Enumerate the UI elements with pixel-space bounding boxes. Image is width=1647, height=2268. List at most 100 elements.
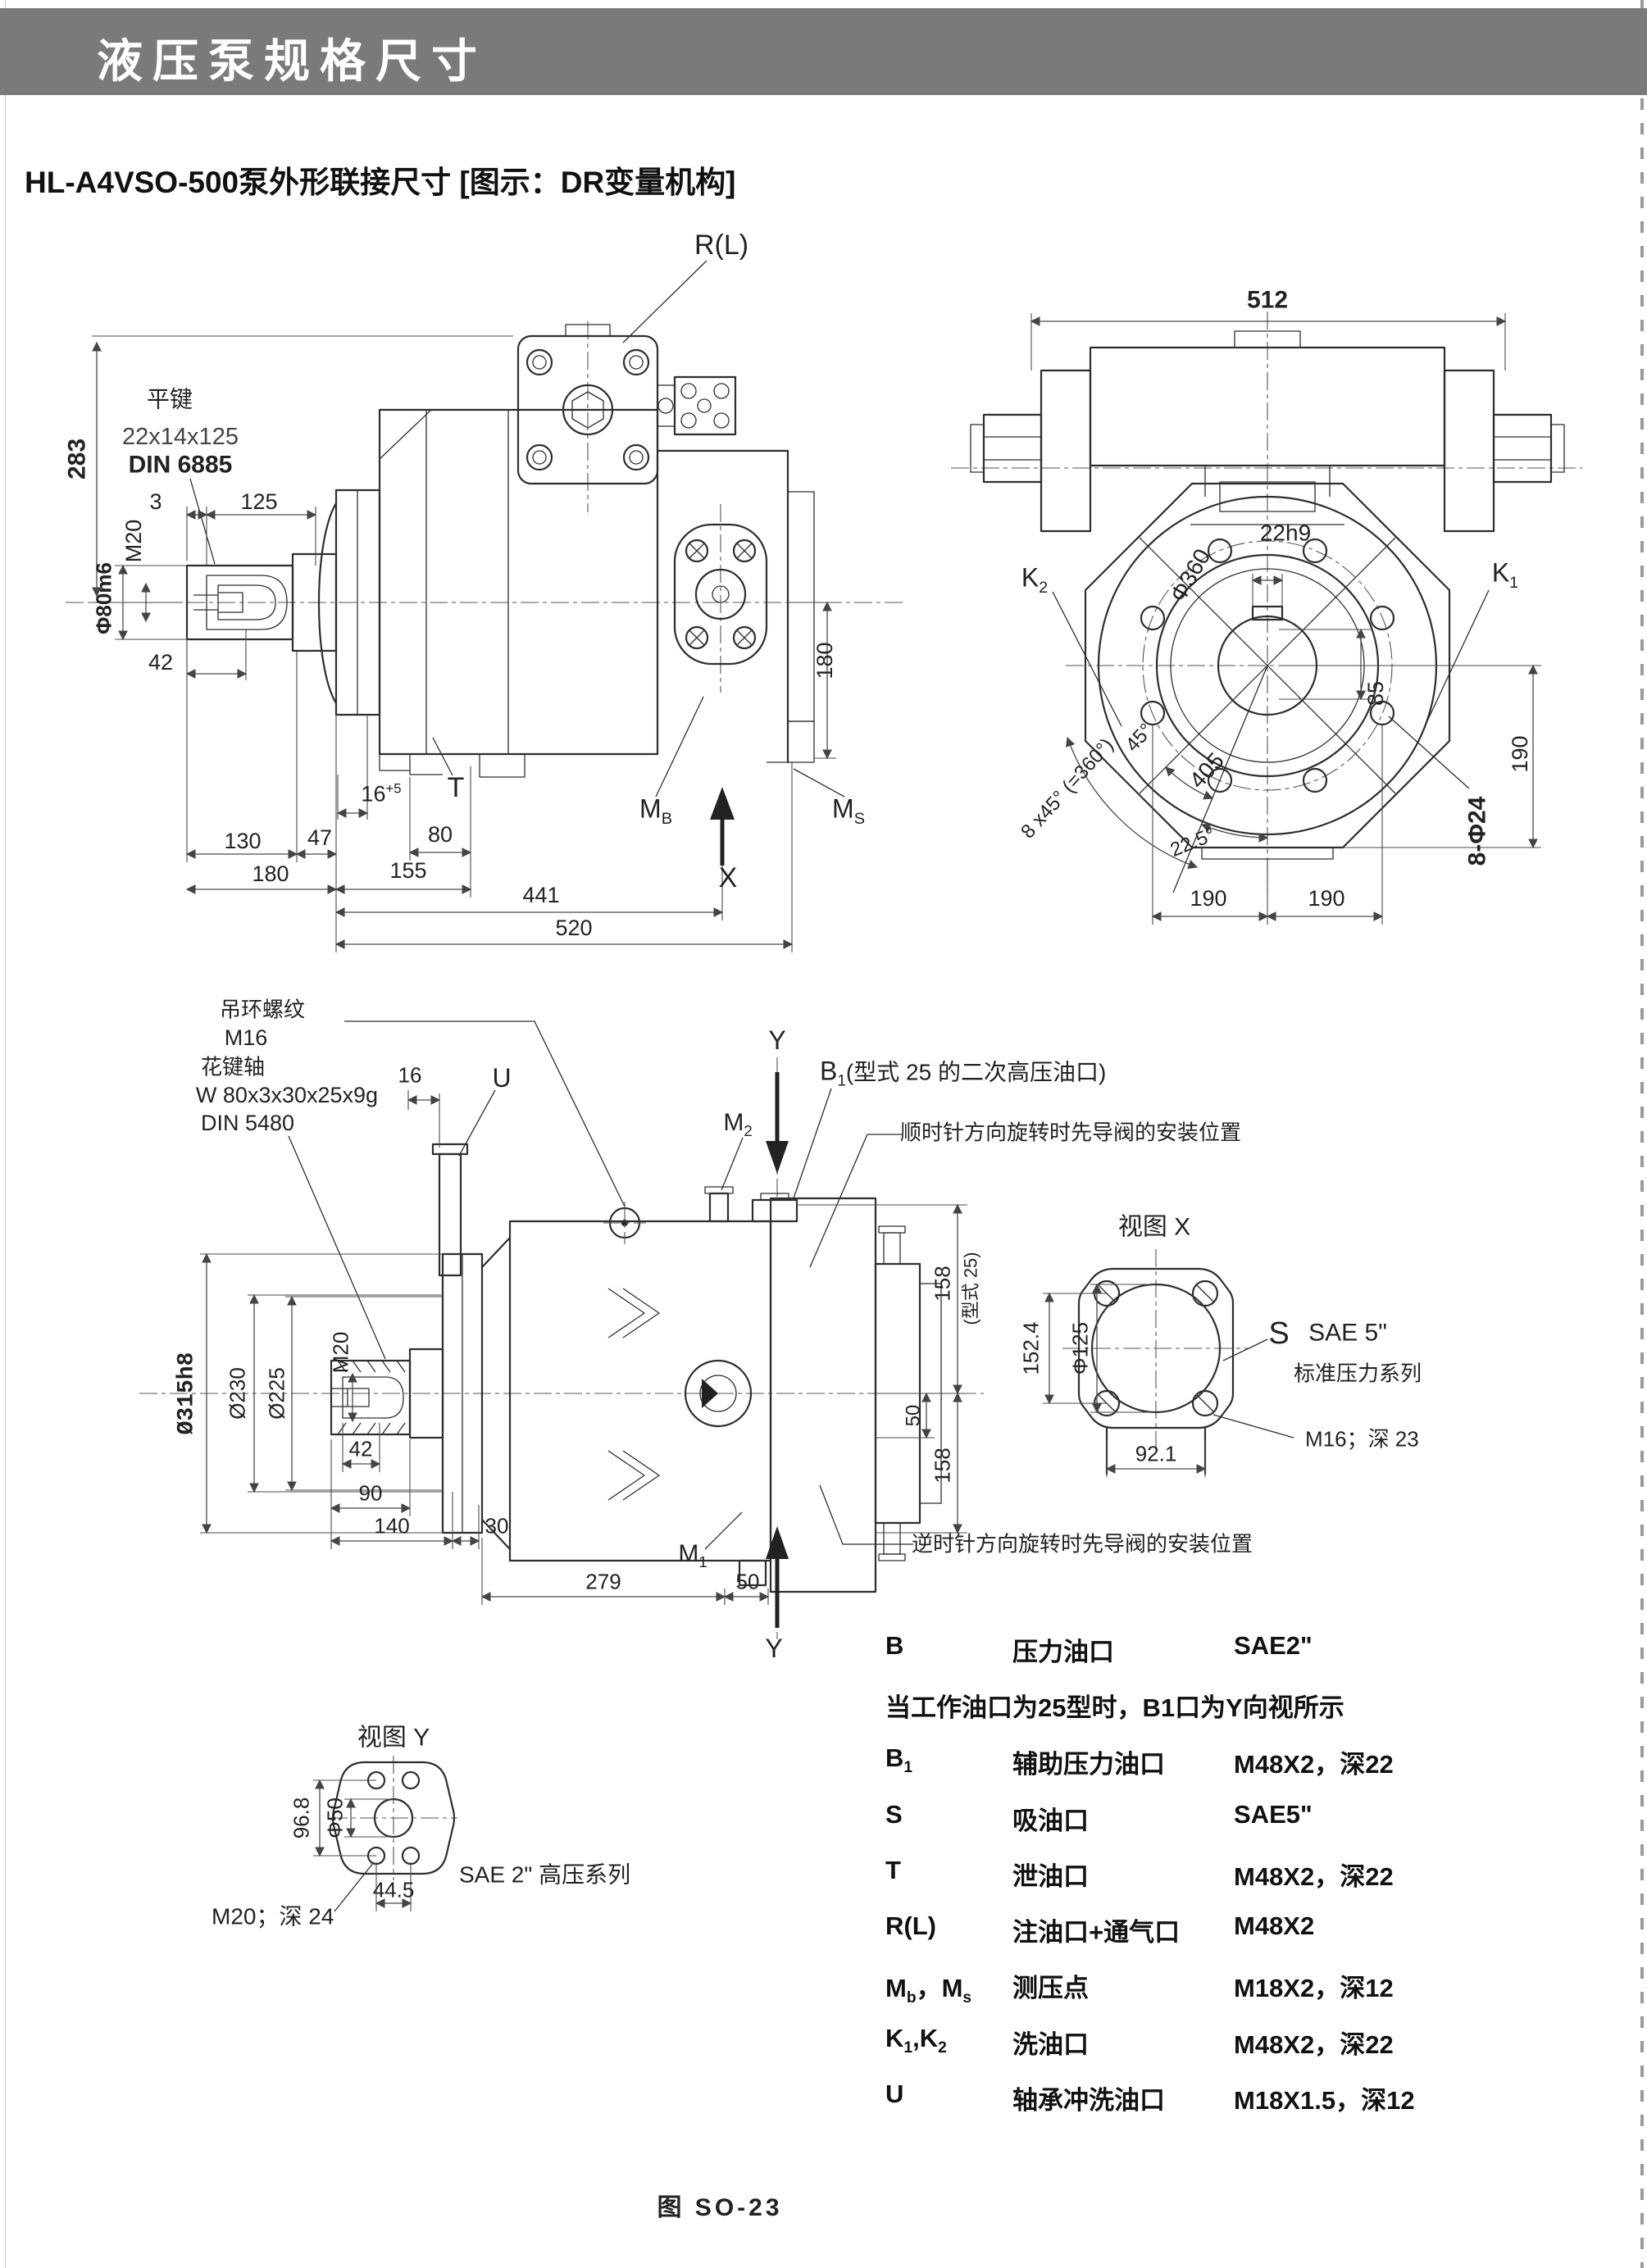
x-direction-arrow — [710, 787, 735, 866]
b1-sym-main: B — [885, 1743, 904, 1772]
dim-520: 520 — [555, 915, 593, 940]
row-t-sym: T — [885, 1856, 901, 1884]
mb-sub: B — [661, 809, 672, 828]
dim-phi125: Φ125 — [1067, 1321, 1093, 1375]
dim-441: 441 — [522, 882, 560, 907]
y-arrows — [766, 1072, 789, 1628]
k2-main: K — [1021, 562, 1040, 593]
port-m1-label: M1 — [678, 1541, 707, 1570]
dim-158-top: 158 — [930, 1266, 955, 1302]
side-view-drawing — [66, 260, 906, 952]
header-banner: 液压泵规格尺寸 — [0, 8, 1647, 95]
m-sym-sep: ， — [916, 1974, 942, 2002]
dim-16-sup: +5 — [385, 780, 402, 797]
sae5-label: SAE 5" — [1308, 1319, 1387, 1347]
table-row-rl: R(L) 注油口+通气口 M48X2 — [885, 1911, 1525, 1947]
dim-44-5: 44.5 — [372, 1877, 415, 1902]
table-row-k: K1,K2 洗油口 M48X2，深22 — [885, 2024, 1525, 2059]
lifting-thread-label: 吊环螺纹 — [219, 997, 306, 1022]
b1-rest: (型式 25 的二次高压油口) — [845, 1059, 1107, 1085]
spline-din: DIN 5480 — [200, 1110, 295, 1135]
row-u-spec: M18X1.5，深12 — [1234, 2086, 1415, 2115]
dim-22h9: 22h9 — [1259, 520, 1312, 546]
dim-85: 85 — [1363, 680, 1388, 707]
u-port-post — [431, 1143, 469, 1277]
view-y-drawing — [313, 1756, 457, 1912]
row-u-sym: U — [885, 2079, 904, 2108]
k1-sub: 1 — [1509, 573, 1519, 592]
row-b1-sym: B1 — [885, 1743, 912, 1777]
dim-3: 3 — [149, 489, 162, 514]
k1-main: K — [1491, 557, 1510, 588]
m20-depth-label: M20；深 24 — [212, 1903, 334, 1929]
top-valve-block — [516, 324, 659, 485]
front-view-drawing — [951, 311, 1582, 925]
dimensions — [1030, 313, 1541, 925]
x-view-label: X — [718, 862, 738, 894]
dim-283: 283 — [63, 438, 91, 480]
page-right-edge — [1640, 0, 1644, 2268]
row-m-spec: M18X2，深12 — [1234, 1974, 1394, 2002]
dim-30: 30 — [485, 1513, 509, 1539]
dim-512: 512 — [1246, 286, 1289, 314]
dim-phi80m6: Φ80m6 — [91, 562, 116, 634]
k-sym-b: K — [919, 2024, 939, 2052]
m-sym-a-sub: b — [906, 1989, 917, 2007]
right-port-section — [656, 449, 815, 764]
leader-lines — [189, 260, 845, 798]
row-k-name: 洗油口 — [1012, 2030, 1089, 2059]
dim-190-vertical: 190 — [1507, 735, 1532, 773]
spline-shaft-label: 花键轴 — [200, 1054, 266, 1079]
dim-m20-mid: M20 — [328, 1331, 353, 1374]
row-b1-spec: M48X2，深22 — [1234, 1750, 1394, 1779]
row-rl-spec: M48X2 — [1234, 1911, 1315, 1940]
row-u-name: 轴承冲洗油口 — [1012, 2086, 1165, 2115]
dim-16: 16 — [398, 1062, 422, 1088]
m2-main: M — [723, 1109, 744, 1137]
page-left-edge — [5, 0, 6, 2268]
table-row-m: Mb，Ms 测压点 M18X2，深12 — [885, 1967, 1525, 2007]
dim-152-4: 152.4 — [1018, 1321, 1044, 1375]
dim-190-left: 190 — [1190, 885, 1227, 911]
dim-50-bottom: 50 — [735, 1569, 760, 1594]
row-s-sym: S — [885, 1800, 903, 1829]
leader-lines — [1052, 589, 1490, 789]
pump-body-outline — [441, 1197, 877, 1593]
b1-sub: 1 — [837, 1072, 846, 1090]
centerlines — [66, 321, 906, 693]
leader-lines — [288, 1020, 913, 1550]
row-rl-sym: R(L) — [885, 1911, 936, 1940]
view-y-title: 视图 Y — [357, 1724, 430, 1752]
table-row-u: U 轴承冲洗油口 M18X1.5，深12 — [885, 2079, 1525, 2115]
key-size-label: 22x14x125 — [122, 423, 239, 450]
gauge-port-block — [657, 375, 737, 436]
dim-phi50: Φ50 — [322, 1798, 348, 1838]
m-sym-b: M — [941, 1974, 963, 2002]
m2-sub: 2 — [744, 1122, 753, 1140]
k-sym-a-sub: 1 — [903, 2039, 913, 2057]
dim-155: 155 — [389, 857, 427, 883]
dim-phi315h8: Ø315h8 — [174, 1352, 200, 1435]
dim-80: 80 — [427, 821, 453, 847]
port-k1-label: K1 — [1491, 557, 1519, 592]
port-k2-label: K2 — [1021, 562, 1048, 597]
row-s-spec: SAE5" — [1234, 1800, 1313, 1829]
table-row-s: S 吸油口 SAE5" — [885, 1800, 1525, 1835]
row-s-name: 吸油口 — [1012, 1807, 1089, 1835]
pump-body-outline — [185, 408, 659, 778]
top-valve-assembly — [970, 330, 1565, 533]
through-drive-view-drawing — [139, 1020, 984, 1639]
row-m-name: 测压点 — [1012, 1974, 1089, 2002]
table-row-b: B 压力油口 SAE2" — [885, 1631, 1525, 1666]
lifting-thread-size: M16 — [224, 1025, 268, 1050]
port-mb-label: MB — [639, 795, 672, 828]
row-m-sym: Mb，Ms — [885, 1967, 971, 2007]
b1-main: B — [820, 1056, 838, 1086]
k-sym-sep: , — [912, 2024, 920, 2052]
dim-phi225: Ø225 — [264, 1367, 289, 1420]
row-b-name: 压力油口 — [1012, 1638, 1114, 1666]
sae2-hp-series-label: SAE 2" 高压系列 — [459, 1861, 631, 1888]
m16-depth-label: M16；深 23 — [1305, 1426, 1419, 1452]
centerlines — [139, 1057, 984, 1639]
